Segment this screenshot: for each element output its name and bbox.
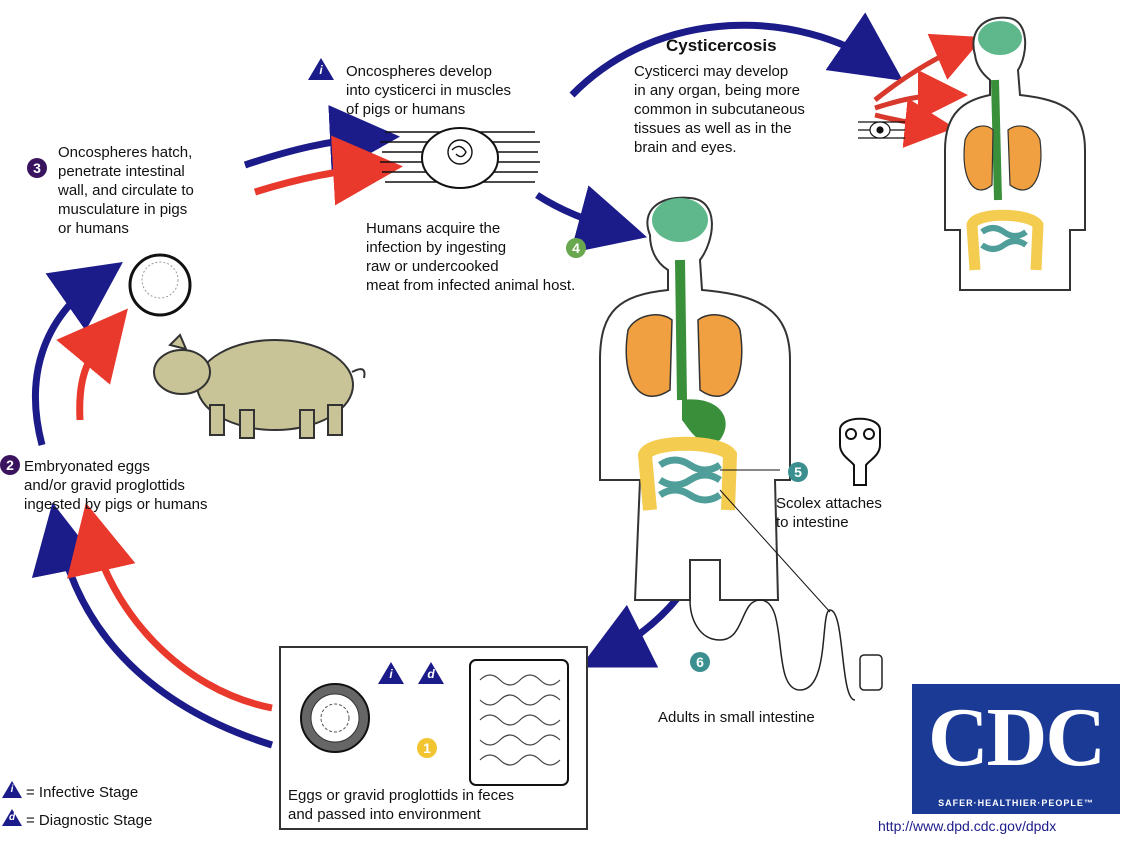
cysticercus-muscle-illustration (380, 127, 540, 189)
scolex-illustration (839, 417, 881, 486)
legend-diagnostic-icon: d (2, 809, 22, 826)
small-intestine (658, 456, 722, 504)
arrow-to-eggs (579, 592, 683, 668)
cysticercosis-text: Cysticerci may develop in any organ, bei… (634, 63, 805, 156)
eye-cyst-illustration (858, 121, 905, 139)
legend-diagnostic-label: = Diagnostic Stage (26, 812, 153, 829)
cdc-tagline: SAFER·HEALTHIER·PEOPLE™ (938, 798, 1094, 808)
arrow-cyst-brain (873, 33, 984, 102)
stage-2-badge: 2 (0, 455, 20, 475)
stomach (682, 399, 726, 443)
arrow-left-up-navy (31, 261, 123, 446)
diagnostic-stage-icon: d (418, 662, 444, 684)
stage-5-badge: 5 (788, 462, 808, 482)
arrow-3-red (253, 135, 403, 206)
human-body-small-illustration (944, 16, 1086, 291)
lung-right (697, 314, 743, 397)
brain (652, 198, 708, 242)
legend-infective-label: = Infective Stage (26, 784, 139, 801)
stage-1-text: Eggs or gravid proglottids in feces and … (288, 787, 514, 823)
legend-infective-icon: i (2, 781, 22, 798)
stage-1-badge: 1 (417, 738, 437, 758)
arrow-3-navy (243, 105, 400, 175)
arrow-left-up-red (56, 308, 128, 421)
cdc-logo-text: CDC (928, 691, 1106, 784)
large-intestine (637, 436, 738, 511)
cdc-url-link[interactable]: http://www.dpd.cdc.gov/dpdx (878, 818, 1057, 834)
stage-i-text: Oncospheres develop into cysticerci in m… (346, 63, 512, 118)
adult-worm-illustration (689, 599, 883, 701)
proglottid-illustration (469, 659, 569, 786)
stage-3-text: Oncospheres hatch, penetrate intestinal … (58, 144, 194, 237)
stage-6-text: Adults in small intestine (658, 709, 815, 726)
stage-6-badge: 6 (690, 652, 710, 672)
stage-4-text: Humans acquire the infection by ingestin… (366, 220, 576, 294)
egg-illustration (300, 683, 370, 753)
esophagus (675, 259, 687, 401)
oncosphere-illustration (128, 253, 192, 317)
stage-4-badge: 4 (566, 238, 586, 258)
stage-2-text: Embryonated eggs and/or gravid proglotti… (24, 458, 208, 513)
arrow-cyst-eye (874, 70, 968, 121)
cdc-logo: CDC SAFER·HEALTHIER·PEOPLE™ (912, 684, 1120, 814)
stage-3-badge: 3 (27, 158, 47, 178)
infective-stage-icon: i (378, 662, 404, 684)
pig-illustration (153, 333, 366, 439)
adult-pointer-line (719, 489, 831, 613)
cysticercosis-title: Cysticercosis (666, 36, 777, 55)
infective-stage-icon: i (308, 58, 334, 80)
arrow-to-human (535, 185, 648, 253)
arrow-top-arc (569, 12, 904, 98)
arrow-bottom-red (67, 502, 273, 712)
human-body-illustration (599, 196, 791, 601)
lung-left (625, 314, 673, 397)
arrow-bottom-navy (31, 502, 274, 749)
stage-5-text: Scolex attaches to intestine (776, 495, 882, 531)
